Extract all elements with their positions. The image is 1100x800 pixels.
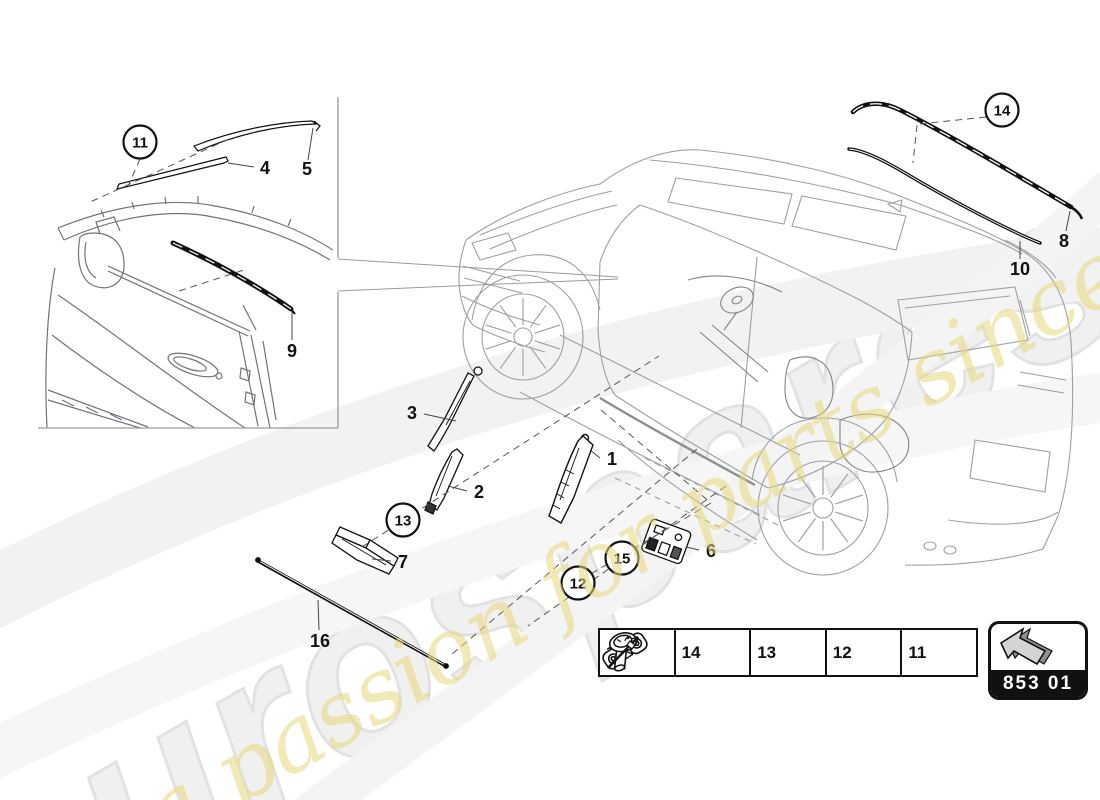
svg-text:14: 14 bbox=[994, 103, 1011, 120]
callout-10-label: 10 bbox=[1010, 259, 1030, 279]
part-2-molding bbox=[424, 448, 464, 515]
part-6-bracket bbox=[641, 518, 692, 565]
svg-text:13: 13 bbox=[395, 513, 412, 530]
fastener-legend-table: 15 14 13 bbox=[598, 628, 978, 677]
callout-6-label: 6 bbox=[706, 541, 716, 561]
callout-2-label: 2 bbox=[474, 482, 484, 502]
part-10-roof-molding bbox=[847, 147, 1042, 245]
inset-border bbox=[38, 97, 619, 429]
background-swoosh bbox=[0, 171, 1100, 800]
callout-16-label: 16 bbox=[310, 631, 330, 651]
callout-15-circle: 15 bbox=[604, 540, 640, 576]
svg-text:11: 11 bbox=[132, 135, 148, 152]
part-5-molding bbox=[193, 120, 321, 152]
direction-arrow-icon bbox=[999, 627, 1053, 666]
callout-12-circle: 12 bbox=[560, 565, 596, 601]
part-8-roof-molding bbox=[850, 101, 1084, 220]
part-7-clip bbox=[331, 526, 399, 575]
vehicle-wireframe bbox=[458, 149, 1074, 576]
legend-ref-13: 13 bbox=[757, 642, 777, 662]
svg-text:12: 12 bbox=[570, 576, 587, 593]
part-group-badge: 853 01 bbox=[988, 621, 1088, 700]
legend-cell-11: 11 bbox=[607, 630, 976, 675]
leader-lines bbox=[227, 127, 1071, 631]
callout-13-circle: 13 bbox=[385, 502, 421, 538]
callout-4-label: 4 bbox=[260, 158, 270, 178]
callout-1-label: 1 bbox=[607, 449, 617, 469]
part-4-molding bbox=[116, 156, 229, 190]
svg-text:15: 15 bbox=[614, 551, 631, 568]
legend-cell-13: 13 bbox=[609, 630, 825, 675]
circled-callouts: 11 12 13 14 15 bbox=[122, 92, 1020, 601]
part-9-molding bbox=[170, 240, 296, 315]
legend-cell-12: 12 bbox=[609, 630, 901, 675]
part-1-molding bbox=[548, 433, 594, 524]
callout-11-circle: 11 bbox=[122, 124, 158, 160]
callout-7-label: 7 bbox=[398, 552, 408, 572]
callout-5-label: 5 bbox=[302, 159, 312, 179]
part-16-molding bbox=[255, 557, 449, 669]
callout-14-circle: 14 bbox=[984, 92, 1020, 128]
part-group-code: 853 01 bbox=[991, 670, 1085, 697]
legend-ref-12: 12 bbox=[832, 642, 852, 662]
door-inset bbox=[45, 196, 334, 429]
legend-cell-14: 14 bbox=[607, 630, 750, 675]
legend-ref-14: 14 bbox=[681, 642, 701, 662]
legend-ref-11: 11 bbox=[908, 642, 927, 662]
callout-8-label: 8 bbox=[1059, 231, 1069, 251]
callout-9-label: 9 bbox=[287, 341, 297, 361]
part-3-molding bbox=[427, 366, 483, 452]
callout-3-label: 3 bbox=[407, 403, 417, 423]
pin-rivet-icon bbox=[607, 636, 639, 669]
